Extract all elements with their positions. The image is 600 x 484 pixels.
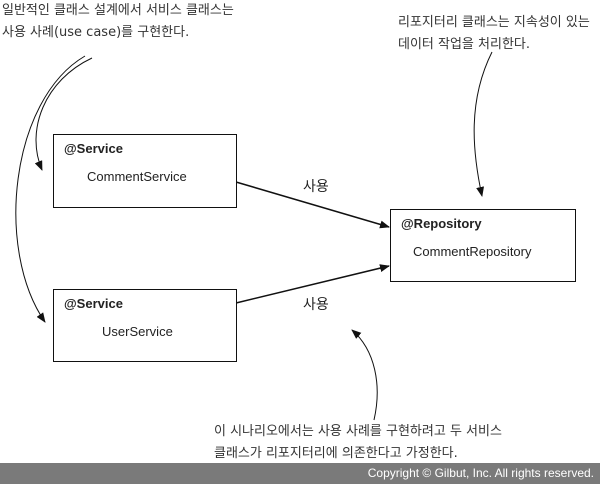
note-line: 클래스가 리포지터리에 의존한다고 가정한다. xyxy=(214,446,458,461)
callout-arrow-to-repository xyxy=(473,51,493,197)
callout-arrow-from-bottom-note xyxy=(351,329,378,421)
note-line: 사용 사례(use case)를 구현한다. xyxy=(2,25,190,40)
note-line: 데이터 작업을 처리한다. xyxy=(398,37,530,52)
class-name: CommentRepository xyxy=(413,244,532,259)
service-annotation: @Service xyxy=(64,296,123,311)
comment-repository-box: @Repository CommentRepository xyxy=(390,209,576,282)
note-line: 리포지터리 클래스는 지속성이 있는 xyxy=(398,15,590,30)
uses-label: 사용 xyxy=(303,179,329,195)
note-bottom: 이 시나리오에서는 사용 사례를 구현하려고 두 서비스 클래스가 리포지터리에… xyxy=(214,421,502,465)
note-top-left: 일반적인 클래스 설계에서 서비스 클래스는 사용 사례(use case)를 … xyxy=(2,0,234,44)
service-annotation: @Service xyxy=(64,141,123,156)
uses-label: 사용 xyxy=(303,297,329,313)
note-line: 일반적인 클래스 설계에서 서비스 클래스는 xyxy=(2,3,234,18)
user-service-box: @Service UserService xyxy=(53,289,237,362)
repository-annotation: @Repository xyxy=(401,216,482,231)
class-name: CommentService xyxy=(87,169,187,184)
callout-arrow-to-commentservice xyxy=(34,57,93,171)
callout-arrow-to-userservice xyxy=(15,55,86,323)
comment-service-box: @Service CommentService xyxy=(53,134,237,208)
note-top-right: 리포지터리 클래스는 지속성이 있는 데이터 작업을 처리한다. xyxy=(398,12,590,56)
class-name: UserService xyxy=(102,324,173,339)
copyright-footer: Copyright © Gilbut, Inc. All rights rese… xyxy=(0,463,600,484)
arrow-userservice-to-repository xyxy=(235,264,390,304)
arrow-commentservice-to-repository xyxy=(235,181,390,229)
note-line: 이 시나리오에서는 사용 사례를 구현하려고 두 서비스 xyxy=(214,424,502,439)
